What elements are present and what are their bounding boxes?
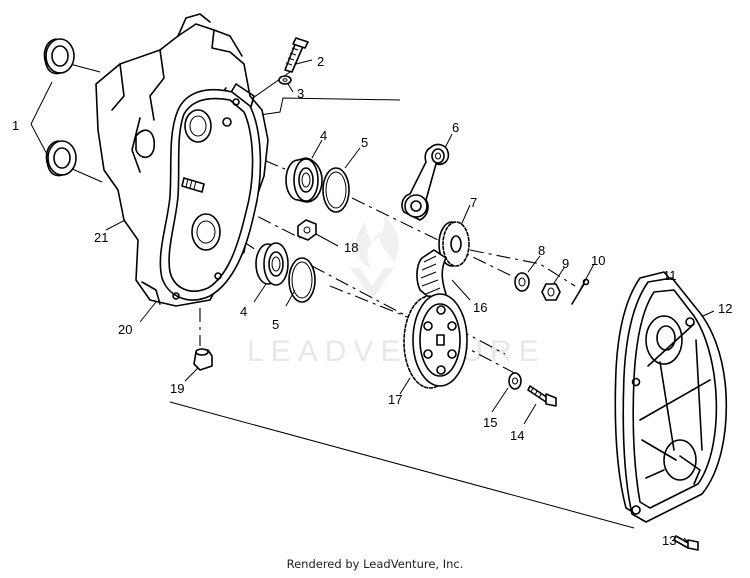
part-7-top-sprocket: [438, 221, 470, 267]
callout-19: 19: [170, 381, 184, 396]
callout-8: 8: [538, 243, 545, 258]
callout-4-top: 4: [320, 128, 327, 143]
callout-14: 14: [510, 428, 524, 443]
part-21-stud: [181, 177, 205, 193]
callout-5-bottom: 5: [272, 317, 279, 332]
callout-16: 16: [473, 300, 487, 315]
watermark-logo: [350, 216, 399, 300]
callout-10: 10: [591, 253, 605, 268]
callout-20: 20: [118, 322, 132, 337]
part-19-drain-plug: [193, 348, 213, 371]
callout-5-top: 5: [361, 135, 368, 150]
callout-17: 17: [388, 392, 402, 407]
part-12-chaincase-cover: [622, 277, 728, 523]
callout-3: 3: [297, 86, 304, 101]
part-1-seal-bottom: [45, 140, 77, 177]
part-15-washer: [508, 372, 522, 390]
callout-13: 13: [662, 533, 676, 548]
part-5-snap-ring-bottom: [288, 257, 316, 303]
part-20-chaincase-housing: [95, 13, 269, 307]
callout-11: 11: [663, 268, 677, 283]
callout-6: 6: [452, 120, 459, 135]
callout-7: 7: [470, 195, 477, 210]
part-4-bearing-bottom: [255, 242, 289, 286]
part-1-seal-top: [43, 38, 75, 75]
part-17-large-sprocket: [403, 293, 468, 389]
callout-18: 18: [344, 240, 358, 255]
callout-21: 21: [94, 230, 108, 245]
part-4-bearing-top: [285, 157, 323, 203]
callout-9: 9: [562, 256, 569, 271]
part-16-chain: [416, 249, 447, 301]
part-8-washer: [514, 272, 530, 292]
part-2-bolt: [284, 37, 309, 73]
part-9-nut: [541, 283, 561, 301]
part-6-tensioner-arm: [401, 143, 450, 221]
part-5-snap-ring-top: [322, 167, 350, 213]
callout-12: 12: [718, 301, 732, 316]
callout-1: 1: [12, 118, 19, 133]
part-14-bolt: [527, 385, 557, 407]
watermark-text: LEADVENTURE: [247, 335, 546, 368]
callout-2: 2: [317, 54, 324, 69]
callout-4-bottom: 4: [240, 304, 247, 319]
footer-credit: Rendered by LeadVenture, Inc.: [286, 557, 464, 571]
part-3-washer: [278, 75, 292, 85]
part-13-bolt: [673, 535, 699, 551]
part-10-cotter-pin: [571, 278, 590, 305]
callout-15: 15: [483, 415, 497, 430]
part-18-nut: [297, 219, 317, 241]
callout-labels: 1 2 3 4 5 6 7 8 9 10 11 12 13 14 15 16 1…: [12, 54, 732, 548]
